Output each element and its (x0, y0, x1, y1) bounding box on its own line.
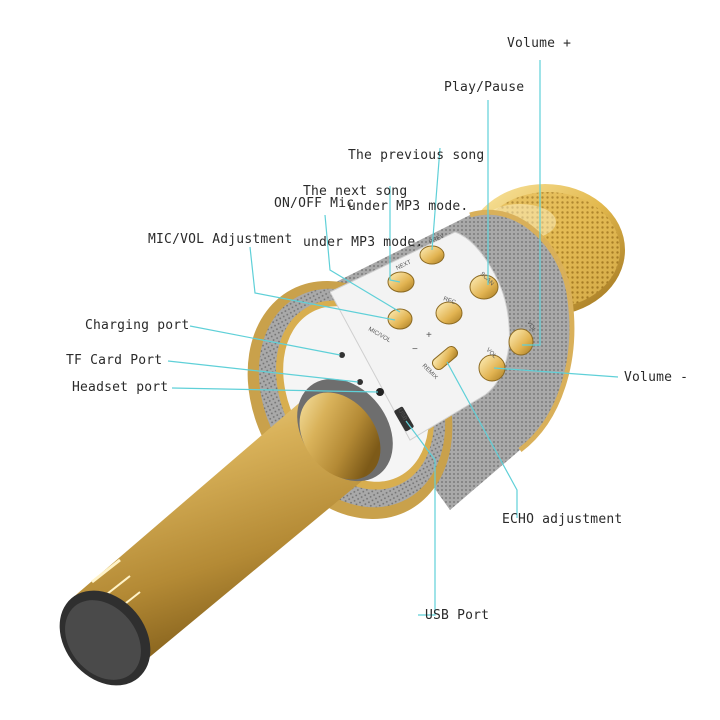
mic-handle (59, 378, 393, 686)
label-previous-song-line2: under MP3 mode. (348, 199, 469, 214)
leader-usb (405, 420, 436, 616)
label-previous-song: The previous song under MP3 mode. (348, 113, 484, 232)
label-tf-card-port: TF Card Port (66, 353, 163, 368)
volume-plus-button[interactable] (508, 328, 534, 356)
buttons (339, 245, 534, 432)
leader-volume-plus (522, 60, 541, 346)
scan-play-pause-button[interactable] (469, 274, 499, 300)
label-next-song-line1: The next song (303, 184, 408, 199)
label-charging-port: Charging port (85, 318, 190, 333)
volume-minus-button[interactable] (478, 354, 506, 382)
echo-slider[interactable] (430, 344, 459, 371)
next-button[interactable] (387, 271, 415, 293)
rec-button[interactable] (435, 301, 463, 325)
label-volume-minus: Volume - (624, 370, 689, 385)
control-panel (329, 231, 510, 441)
marking-usb: USB (396, 408, 407, 422)
label-usb-port: USB Port (425, 608, 490, 623)
label-next-song: The next song under MP3 mode. (303, 149, 423, 268)
label-next-song-line2: under MP3 mode. (303, 235, 424, 250)
label-echo-adjustment: ECHO adjustment (502, 512, 623, 527)
leader-previous-song (431, 147, 441, 251)
marking-vol-plus: VOL (525, 320, 537, 334)
tf-card-slot (357, 379, 363, 385)
label-play-pause: Play/Pause (444, 80, 525, 95)
label-on-off-mic: ON/OFF Mic (274, 196, 355, 211)
label-headset-port: Headset port (72, 380, 169, 395)
leader-volume-minus (493, 367, 619, 378)
headset-jack (376, 388, 384, 396)
label-volume-plus: Volume + (507, 36, 572, 51)
leader-tf-card (167, 360, 359, 383)
marking-plus: + (426, 330, 432, 341)
label-mic-vol-adjustment: MIC/VOL Adjustment (148, 232, 293, 247)
marking-minus: − (412, 344, 418, 355)
label-previous-song-line1: The previous song (348, 148, 485, 163)
leader-headset (171, 387, 379, 393)
charging-port (339, 352, 345, 358)
leader-next-song (389, 186, 401, 283)
leader-echo (446, 361, 518, 518)
marking-rec: REC (442, 296, 457, 306)
leader-lines (167, 60, 619, 616)
leader-charging-port (189, 325, 341, 356)
leader-on-off-mic (324, 214, 401, 313)
leader-mic-vol (249, 246, 396, 321)
